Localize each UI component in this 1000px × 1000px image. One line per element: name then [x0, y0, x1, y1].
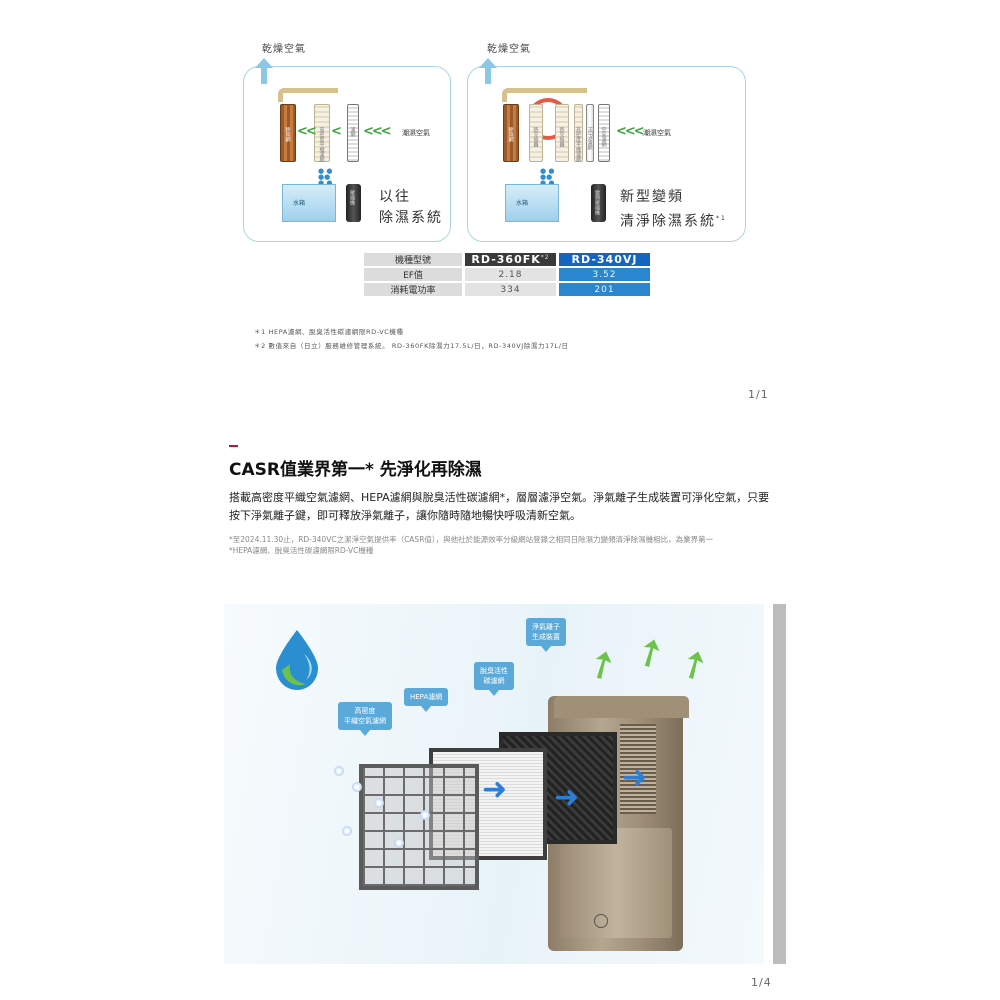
filter-label: 除臭網 [507, 127, 514, 142]
section-body: 搭載高密度平織空氣濾網、HEPA濾網與脫臭活性碳濾網*，層層濾淨空氣。淨氣離子生… [229, 491, 770, 522]
section-note-2: *HEPA濾網、脫臭活性碳濾網限RD-VC機種 [229, 546, 374, 555]
compressor-label: 變頻壓縮機 [594, 190, 600, 215]
water-drops-icon: ● ●●●● ● [318, 167, 333, 187]
pipe [502, 88, 587, 102]
compressor-label: 壓縮機 [349, 190, 355, 205]
water-tank: 水箱 [282, 184, 336, 222]
new-title-line2-text: 清淨除濕系統 [620, 213, 716, 230]
heat-exchanger: 熱交換器 [555, 104, 569, 162]
title-accent [229, 445, 238, 447]
model-old-mark: *2 [540, 254, 550, 261]
filter-label: 空氣濾網 [600, 127, 607, 147]
section-title: CASR值業界第一* 先淨化再除濕 [229, 460, 482, 480]
inverter-compressor: 變頻壓縮機 [591, 184, 606, 222]
filter-label: 高密度平織濾網 [575, 127, 581, 162]
spec-table: 機種型號 RD-360FK*2 RD-340VJ EF值 2.18 3.52 消… [361, 251, 653, 298]
airflow-chevrons-icon: << [297, 124, 317, 139]
filter: 濾網 [347, 104, 359, 162]
scroll-track[interactable] [773, 604, 786, 964]
particle-icon [334, 766, 344, 776]
old-value: 334 [465, 283, 556, 296]
new-title-line2: 清淨除濕系統*1 [620, 208, 727, 233]
model-old-name: RD-360FK [471, 253, 541, 266]
humid-air-label-new: 潮濕空氣 [643, 129, 671, 137]
airflow-chevrons-icon: <<< [363, 124, 392, 139]
section-note-1: *至2024.11.30止，RD-340VC之潔淨空氣提供率（CASR值），與他… [229, 535, 714, 544]
dry-air-label-new: 乾燥空氣 [487, 44, 531, 55]
prefilter-callout: 高密度 平織空氣濾網 [338, 702, 392, 736]
row-label: EF值 [364, 268, 462, 281]
filter-label: 熱交換器 [558, 127, 565, 147]
water-drop-logo-icon [276, 630, 318, 690]
spec-header-row: 機種型號 RD-360FK*2 RD-340VJ [364, 253, 650, 266]
new-value: 3.52 [559, 268, 650, 281]
tank-label: 水箱 [516, 200, 529, 207]
particle-icon [352, 782, 362, 792]
airflow-chevrons-icon: < [331, 124, 342, 139]
filter-label: HEPA濾網 [586, 127, 593, 151]
new-title-line1: 新型變頻 [620, 189, 684, 205]
clean-air-arrow-icon: ➚ [577, 636, 627, 692]
filter-label: 高密度平織濾網 [318, 127, 325, 162]
filter-label: 濾網 [349, 127, 356, 137]
filter-label: 熱交換器 [532, 127, 539, 147]
section-notes: *至2024.11.30止，RD-340VC之潔淨空氣提供率（CASR值），與他… [229, 534, 774, 556]
product-illustration: 高密度 平織空氣濾網 HEPA濾網 脫臭活性 碳濾網 淨氣離子 生成裝置 ➚ ➚… [224, 604, 764, 964]
model-new: RD-340VJ [559, 253, 650, 266]
water-tank: 水箱 [505, 184, 559, 222]
heat-exchange-cycle-icon [527, 98, 569, 140]
brand-logo-icon [594, 914, 608, 928]
spec-row: 消耗電功率 334 201 [364, 283, 650, 296]
filter-label: 除臭網 [284, 127, 291, 142]
tank-label: 水箱 [293, 200, 306, 207]
page-indicator-top: 1/1 [748, 388, 769, 401]
airflow-arrow-icon: ➜ [482, 772, 508, 807]
particle-icon [394, 838, 404, 848]
old-title-line2: 除濕系統 [379, 210, 443, 226]
particle-icon [342, 826, 352, 836]
old-value: 2.18 [465, 268, 556, 281]
hepa-filter: HEPA濾網 [586, 104, 594, 162]
ion-callout: 淨氣離子 生成裝置 [526, 618, 566, 652]
row-label: 消耗電功率 [364, 283, 462, 296]
clean-air-arrow-icon: ➚ [669, 636, 719, 692]
deodor-filter: 除臭網 [503, 104, 519, 162]
old-title-line1: 以往 [379, 189, 411, 205]
dehumidifier-front-panel [560, 828, 672, 938]
deodor-filter: 除臭網 [280, 104, 296, 162]
particle-icon [420, 810, 430, 820]
humid-air-label-old: 潮濕空氣 [402, 129, 430, 137]
dry-air-up-arrow-icon [255, 58, 273, 84]
particle-icon [374, 798, 384, 808]
footnote-2: ＊2 數值來自（日立）服務維修管理系統。 RD-360FK除濕力17.5L/日，… [254, 342, 569, 350]
model-old: RD-360FK*2 [465, 253, 556, 266]
clean-air-arrow-icon: ➚ [625, 624, 675, 680]
high-density-filter: 高密度平織濾網 [314, 104, 330, 162]
water-drops-icon: ● ●●●● ● [540, 167, 555, 187]
air-filter: 空氣濾網 [598, 104, 610, 162]
airflow-arrow-icon: ➜ [554, 780, 580, 815]
prefilter-image [359, 764, 479, 890]
airflow-chevrons-icon: <<< [616, 124, 645, 139]
spec-row: EF值 2.18 3.52 [364, 268, 650, 281]
high-density-filter: 高密度平織濾網 [574, 104, 583, 162]
footnote-1: ＊1 HEPA濾網、脫臭活性碳濾網限RD-VC機種 [254, 328, 404, 336]
hepa-callout: HEPA濾網 [404, 688, 449, 712]
dehumidifier-top [554, 696, 689, 718]
old-system-title: 以往 除濕系統 [379, 187, 443, 229]
carbon-callout: 脫臭活性 碳濾網 [474, 662, 514, 696]
dry-air-up-arrow-icon [479, 58, 497, 84]
heat-exchanger: 熱交換器 [529, 104, 543, 162]
dehumidifier-grille [620, 724, 656, 814]
dry-air-label-old: 乾燥空氣 [262, 44, 306, 55]
new-title-mark: *1 [716, 215, 727, 222]
new-system-title: 新型變頻 清淨除濕系統*1 [620, 187, 727, 233]
page-indicator-bottom: 1/4 [751, 976, 772, 989]
new-value: 201 [559, 283, 650, 296]
pipe [278, 88, 338, 102]
airflow-arrow-icon: ➜ [622, 760, 648, 795]
compressor: 壓縮機 [346, 184, 361, 222]
header-label: 機種型號 [364, 253, 462, 266]
